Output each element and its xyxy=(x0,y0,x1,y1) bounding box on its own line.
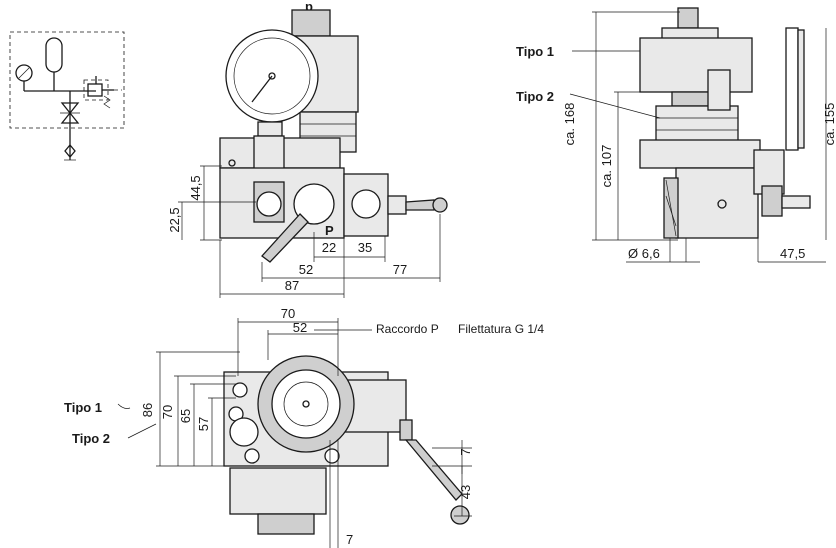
dim-ca-107: ca. 107 xyxy=(599,145,614,188)
hydraulic-schematic xyxy=(9,31,125,161)
dim-47-5: 47,5 xyxy=(780,246,805,261)
top-tipo-2: Tipo 2 xyxy=(72,431,110,446)
top-tipo-1: Tipo 1 xyxy=(64,400,102,415)
dim-44-5: 44,5 xyxy=(188,175,203,200)
side-view: Tipo 1 Tipo 2 ca. 168 ca. 107 ca. 155 Ø … xyxy=(516,7,836,263)
dim-top-70: 70 xyxy=(281,306,295,321)
raccordo-label: Raccordo P xyxy=(376,322,439,336)
dim-top-86: 86 xyxy=(140,403,155,417)
dim-top-43: 43 xyxy=(458,485,473,499)
dim-22-5: 22,5 xyxy=(167,207,182,232)
dim-dia-6-6: Ø 6,6 xyxy=(628,246,660,261)
dim-ca-155: ca. 155 xyxy=(822,103,836,146)
dim-22: 22 xyxy=(322,240,336,255)
dim-35: 35 xyxy=(358,240,372,255)
dim-77: 77 xyxy=(393,262,407,277)
dim-ca-168: ca. 168 xyxy=(562,103,577,146)
dim-top-52: 52 xyxy=(293,320,307,335)
dim-87: 87 xyxy=(285,278,299,293)
side-tipo-2: Tipo 2 xyxy=(516,89,554,104)
dim-top-7-right: 7 xyxy=(458,448,473,455)
title-fragment: p xyxy=(305,0,313,14)
dim-top-7-bottom: 7 xyxy=(346,532,353,547)
side-tipo-1: Tipo 1 xyxy=(516,44,554,59)
dim-top-70b: 70 xyxy=(160,405,175,419)
front-view: p P 44,5 22, xyxy=(167,0,448,298)
top-view: 70 52 Raccordo P Filettatura G 1/4 86 70… xyxy=(64,306,544,548)
dim-top-65: 65 xyxy=(178,409,193,423)
dim-top-57: 57 xyxy=(196,417,211,431)
filettatura-label: Filettatura G 1/4 xyxy=(458,322,544,336)
dim-52: 52 xyxy=(299,262,313,277)
port-p-label: P xyxy=(325,223,334,238)
